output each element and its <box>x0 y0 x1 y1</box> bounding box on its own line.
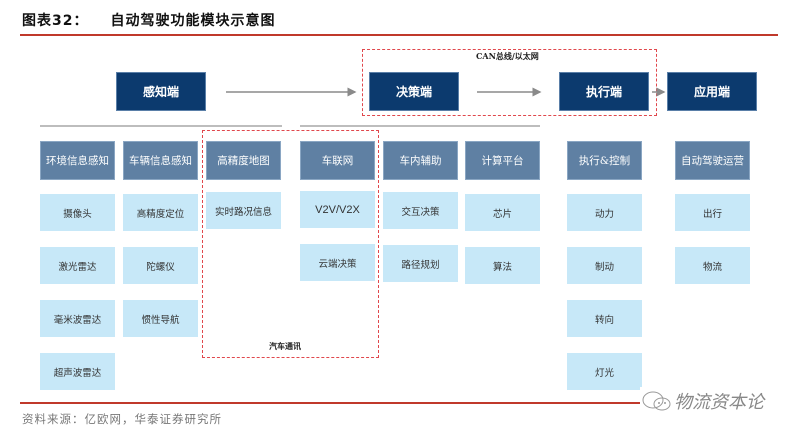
item-power: 动力 <box>567 194 642 231</box>
stage-perception: 感知端 <box>116 72 206 111</box>
category-label: 计算平台 <box>481 155 524 167</box>
item-label: 算法 <box>492 261 512 273</box>
item-label: 动力 <box>594 208 614 220</box>
can-bus-label: CAN总线/以太网 <box>476 51 539 61</box>
stage-application: 应用端 <box>667 72 757 111</box>
item-path-planning: 路径规划 <box>383 245 458 282</box>
category-label: 自动驾驶运营 <box>681 155 744 167</box>
watermark: 物流资本论 <box>640 387 790 415</box>
stage-execution: 执行端 <box>559 72 649 111</box>
item-steering: 转向 <box>567 300 642 337</box>
category-in-vehicle-assist: 车内辅助 <box>383 141 458 180</box>
category-label: 车联网 <box>321 155 354 167</box>
category-compute-platform: 计算平台 <box>465 141 540 180</box>
figure-label: 图表32： <box>22 13 89 29</box>
item-label: 高精度定位 <box>136 208 185 220</box>
watermark-text: 物流资本论 <box>674 392 764 413</box>
item-inertial-navigation: 惯性导航 <box>123 300 198 337</box>
category-label: 车辆信息感知 <box>129 155 192 167</box>
item-logistics: 物流 <box>675 247 750 284</box>
item-label: 灯光 <box>594 367 614 379</box>
category-label: 高精度地图 <box>217 155 270 167</box>
item-chip: 芯片 <box>465 194 540 231</box>
category-label: 车内辅助 <box>399 155 442 167</box>
footer-rule <box>20 402 778 404</box>
stage-label: 决策端 <box>395 85 432 99</box>
category-label: 执行&控制 <box>578 155 631 167</box>
category-hd-map: 高精度地图 <box>206 141 281 180</box>
stage-label: 感知端 <box>142 85 179 99</box>
stage-label: 应用端 <box>693 85 730 99</box>
item-realtime-traffic: 实时路况信息 <box>206 192 281 229</box>
item-interactive-decision: 交互决策 <box>383 192 458 229</box>
item-v2v-v2x: V2V/V2X <box>300 191 375 228</box>
item-cloud-decision: 云端决策 <box>300 244 375 281</box>
item-label: 摄像头 <box>63 208 92 220</box>
item-gyroscope: 陀螺仪 <box>123 247 198 284</box>
item-algorithm: 算法 <box>465 247 540 284</box>
perception-bracket-line <box>40 125 282 127</box>
item-label: V2V/V2X <box>315 203 360 216</box>
figure-title-text: 自动驾驶功能模块示意图 <box>110 13 276 29</box>
item-camera: 摄像头 <box>40 194 115 231</box>
item-label: 毫米波雷达 <box>53 314 102 326</box>
stage-decision: 决策端 <box>369 72 459 111</box>
v2x-label: 汽车通讯 <box>269 341 301 351</box>
item-label: 陀螺仪 <box>146 261 175 273</box>
item-label: 制动 <box>594 261 614 273</box>
category-autonomous-operations: 自动驾驶运营 <box>675 141 750 180</box>
category-execution-control: 执行&控制 <box>567 141 642 180</box>
item-label: 超声波雷达 <box>53 367 102 379</box>
item-label: 交互决策 <box>401 206 440 218</box>
item-braking: 制动 <box>567 247 642 284</box>
item-lidar: 激光雷达 <box>40 247 115 284</box>
item-label: 路径规划 <box>401 259 440 271</box>
item-hd-positioning: 高精度定位 <box>123 194 198 231</box>
category-vehicle-perception: 车辆信息感知 <box>123 141 198 180</box>
category-label: 环境信息感知 <box>46 155 109 167</box>
item-label: 出行 <box>702 208 722 220</box>
item-label: 惯性导航 <box>141 314 180 326</box>
item-mobility: 出行 <box>675 194 750 231</box>
category-iov: 车联网 <box>300 141 375 180</box>
wechat-icon <box>642 391 671 411</box>
item-lighting: 灯光 <box>567 353 642 390</box>
item-label: 物流 <box>702 261 722 273</box>
item-label: 云端决策 <box>318 258 357 270</box>
item-ultrasonic-radar: 超声波雷达 <box>40 353 115 390</box>
title-rule <box>20 34 778 36</box>
can-bus-group: CAN总线/以太网 <box>362 49 657 116</box>
item-mmwave-radar: 毫米波雷达 <box>40 300 115 337</box>
decision-bracket-line <box>300 125 540 127</box>
v2x-group: 汽车通讯 <box>202 130 379 358</box>
source-note: 资料来源：亿欧网，华泰证券研究所 <box>22 412 222 426</box>
item-label: 转向 <box>594 314 614 326</box>
category-environment-perception: 环境信息感知 <box>40 141 115 180</box>
item-label: 激光雷达 <box>58 261 97 273</box>
figure-title: 图表32： 自动驾驶功能模块示意图 <box>22 10 275 30</box>
stage-label: 执行端 <box>585 85 622 99</box>
item-label: 芯片 <box>492 208 512 220</box>
item-label: 实时路况信息 <box>214 206 272 218</box>
